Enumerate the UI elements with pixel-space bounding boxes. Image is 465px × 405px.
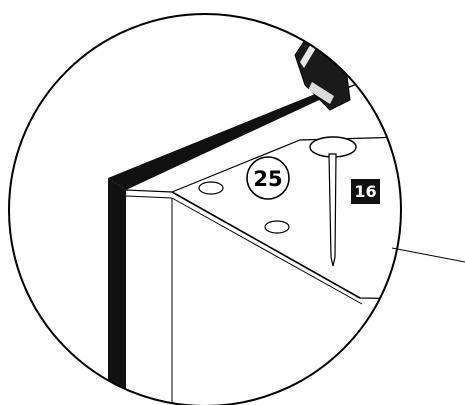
callout-panel-count-label: 25 — [253, 167, 282, 191]
hole-left — [198, 181, 224, 195]
detail-view — [108, 14, 401, 405]
nail-icon — [309, 136, 357, 267]
side-board-outline — [125, 189, 173, 193]
detail-circle — [8, 13, 402, 405]
callout-panel-count: 25 — [246, 156, 290, 200]
panel-edge-line-2 — [171, 197, 363, 305]
leader-line — [391, 247, 465, 263]
hammer-icon — [294, 14, 401, 111]
panel-edge-line — [171, 191, 361, 299]
side-board-top-edge — [108, 88, 345, 190]
callout-nail-part: 16 — [351, 179, 380, 204]
callout-nail-part-label: 16 — [354, 182, 376, 201]
side-board-outline-2 — [125, 195, 173, 199]
hole-bottom — [264, 220, 290, 234]
side-board-front-edge — [108, 178, 126, 405]
